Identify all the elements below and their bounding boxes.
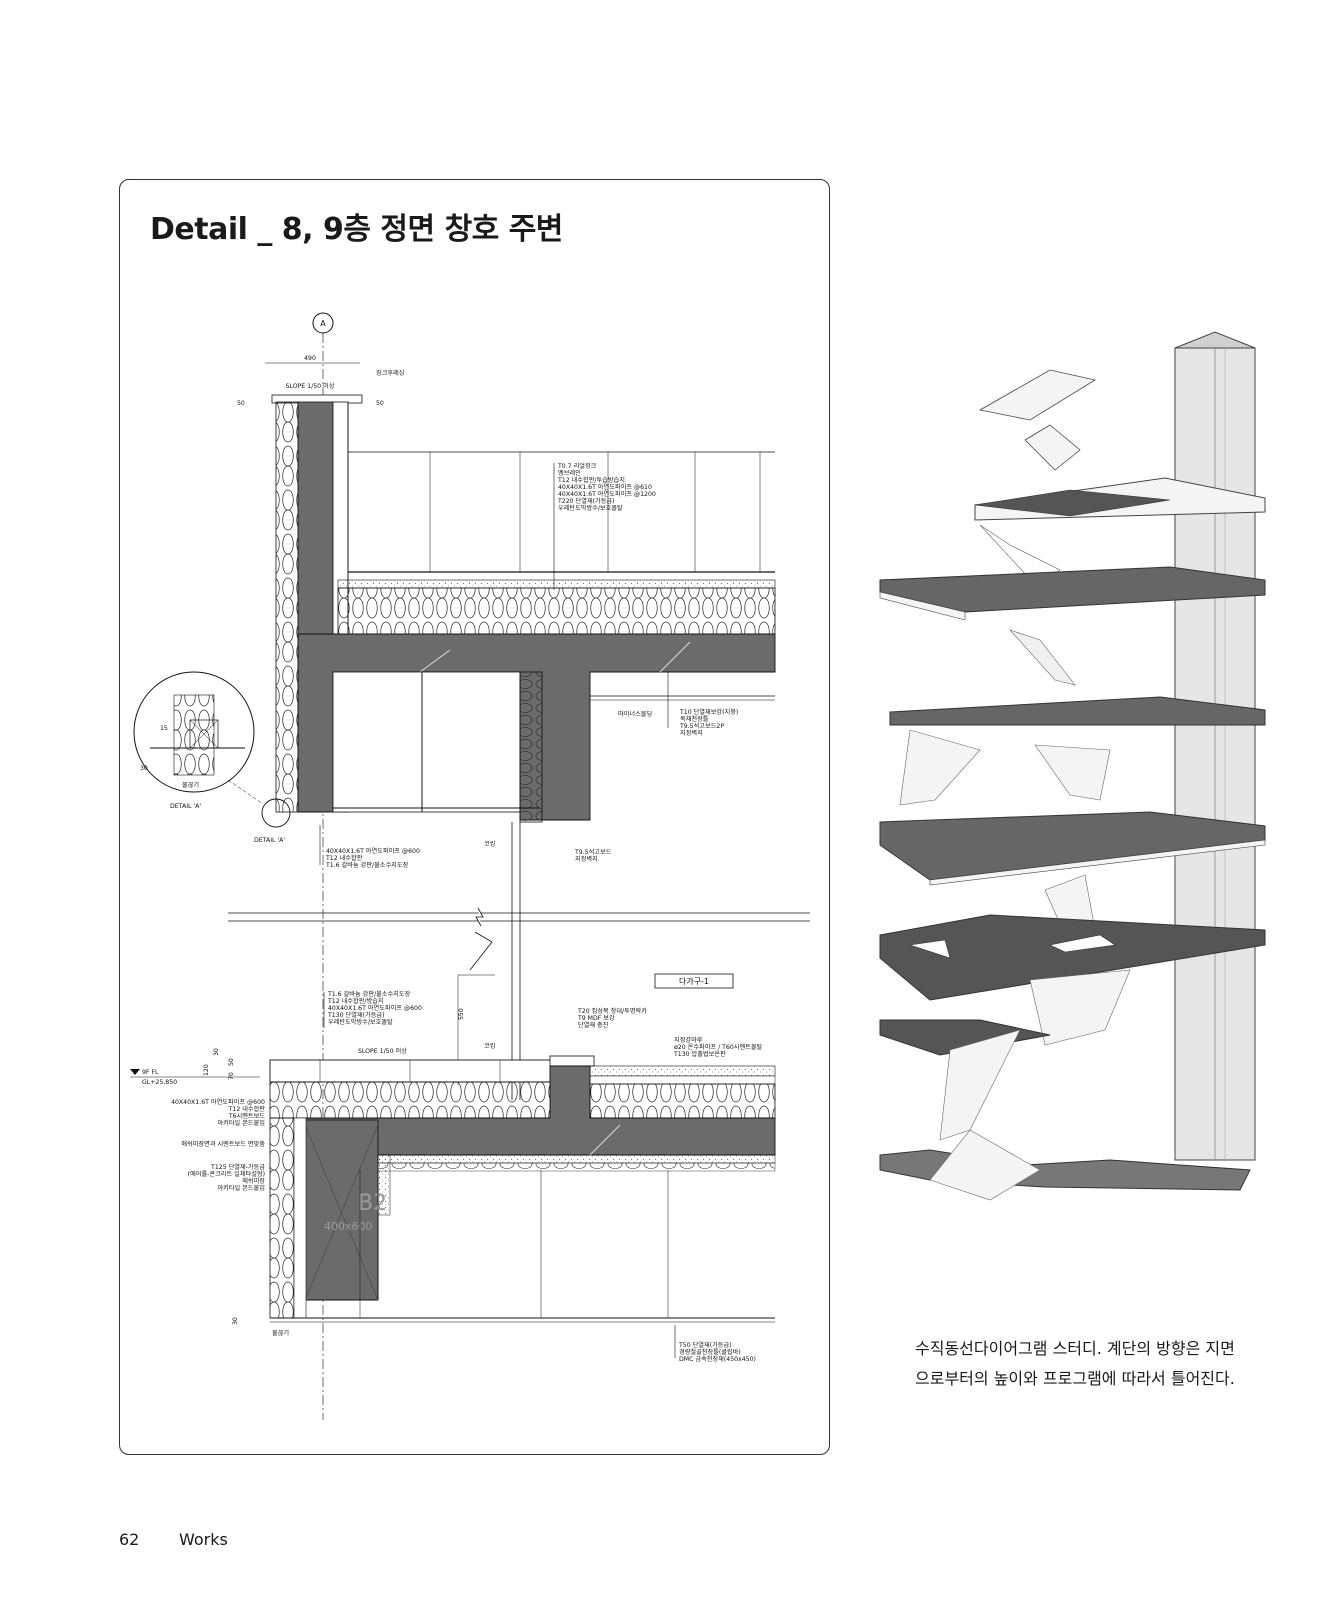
stair-circulation-diagram xyxy=(879,331,1266,1201)
svg-text:T9 MDF 보강: T9 MDF 보강 xyxy=(577,1014,615,1022)
panel-title: Detail _ 8, 9층 정면 창호 주변 xyxy=(150,212,563,247)
svg-text:T50 단열재(가등급): T50 단열재(가등급) xyxy=(678,1341,732,1349)
svg-text:DETAIL 'A': DETAIL 'A' xyxy=(170,803,201,810)
svg-text:A: A xyxy=(320,319,326,328)
svg-text:40X40X1.6T 아연도파이프 @610: 40X40X1.6T 아연도파이프 @610 xyxy=(558,483,652,491)
svg-text:T12 내수합판/방습지: T12 내수합판/방습지 xyxy=(327,997,384,1005)
section-name: Works xyxy=(179,1530,228,1549)
svg-text:GL+25,850: GL+25,850 xyxy=(142,1079,177,1086)
left-layers: 40X40X1.6T 아연도파이프 @600 T12 내수합판 T6시멘트보드 … xyxy=(171,1098,265,1192)
svg-text:30: 30 xyxy=(140,765,148,772)
roof-layers: T0.7 리얼징크 멤브레인 T12 내수합판/투습방습지 40X40X1.6T… xyxy=(557,462,656,512)
svg-text:70: 70 xyxy=(228,1072,235,1080)
svg-text:T9.5석고보드2P: T9.5석고보드2P xyxy=(679,722,724,730)
svg-text:물끊기: 물끊기 xyxy=(272,1329,289,1337)
svg-text:30: 30 xyxy=(232,1317,239,1325)
svg-text:40X40X1.6T 아연도파이프 @600: 40X40X1.6T 아연도파이프 @600 xyxy=(171,1098,265,1106)
wall-layers-top: 40X40X1.6T 아연도파이프 @600 T12 내수합판 T1.6 갈바늄… xyxy=(325,847,420,869)
floor-plate-3 xyxy=(889,696,1266,726)
svg-text:징크후레싱: 징크후레싱 xyxy=(376,369,404,377)
svg-text:50: 50 xyxy=(237,400,245,407)
svg-text:50: 50 xyxy=(376,400,384,407)
svg-text:550: 550 xyxy=(458,1008,465,1020)
svg-text:9F FL: 9F FL xyxy=(142,1069,159,1076)
svg-text:단열재 충진: 단열재 충진 xyxy=(578,1021,609,1029)
svg-text:(에어롤-콘크리트 일체타설형): (에어롤-콘크리트 일체타설형) xyxy=(188,1170,265,1178)
svg-text:T20 집성목 창대/투명락카: T20 집성목 창대/투명락카 xyxy=(577,1007,647,1015)
svg-text:T130 압출법보온판: T130 압출법보온판 xyxy=(673,1050,726,1058)
svg-text:DMC 금속천장재(450x450): DMC 금속천장재(450x450) xyxy=(679,1355,756,1363)
svg-text:우레탄도막방수/보호몰탈: 우레탄도막방수/보호몰탈 xyxy=(558,504,623,512)
wall-layers-mid: T1.6 갈바늄 강판/불소수지도장 T12 내수합판/방습지 40X40X1.… xyxy=(327,990,422,1026)
svg-text:50: 50 xyxy=(228,1058,235,1066)
svg-text:T12 내수합판: T12 내수합판 xyxy=(228,1105,266,1113)
svg-text:T1.6 갈바늄 강판/불소수지도장: T1.6 갈바늄 강판/불소수지도장 xyxy=(327,990,411,998)
svg-text:30: 30 xyxy=(213,1048,220,1056)
section-drawing: A 490 SLOPE 1/50 이상 징크후레싱 50 50 xyxy=(130,312,810,1420)
svg-text:40X40X1.6T 아연도파이프 @600: 40X40X1.6T 아연도파이프 @600 xyxy=(328,1004,422,1012)
svg-text:40X40X1.6T 아연도파이프 @1200: 40X40X1.6T 아연도파이프 @1200 xyxy=(558,490,656,498)
svg-text:15: 15 xyxy=(160,725,168,732)
svg-text:물끊기: 물끊기 xyxy=(182,781,199,789)
svg-text:지정벽지: 지정벽지 xyxy=(680,729,703,737)
svg-text:코킹: 코킹 xyxy=(484,1043,495,1050)
unit-label-box xyxy=(654,973,734,989)
svg-text:120: 120 xyxy=(203,1064,210,1076)
svg-text:메쉬미장면과 시멘트보드 면맞춤: 메쉬미장면과 시멘트보드 면맞춤 xyxy=(181,1140,265,1148)
floor-layers: 지정강마루 ø20 온수파이프 / T60시멘트몰탈 T130 압출법보온판 xyxy=(673,1036,763,1058)
svg-text:ø20 온수파이프 / T60시멘트몰탈: ø20 온수파이프 / T60시멘트몰탈 xyxy=(674,1043,763,1051)
svg-text:DETAIL 'A': DETAIL 'A' xyxy=(254,837,285,844)
svg-text:T125 단열재-가등급: T125 단열재-가등급 xyxy=(210,1163,265,1171)
diagram-caption: 수직동선다이어그램 스터디. 계단의 방향은 지면 으로부터의 높이와 프로그램… xyxy=(915,1334,1255,1394)
svg-text:메쉬미장: 메쉬미장 xyxy=(242,1177,265,1185)
svg-text:목재천장틀: 목재천장틀 xyxy=(680,715,709,723)
page-number: 62 xyxy=(119,1530,140,1549)
svg-text:T12 내수합판/투습방습지: T12 내수합판/투습방습지 xyxy=(557,476,625,484)
svg-text:T0.7 리얼징크: T0.7 리얼징크 xyxy=(557,462,597,470)
svg-text:아키타일 본드붙임: 아키타일 본드붙임 xyxy=(217,1119,265,1127)
svg-text:코킹: 코킹 xyxy=(484,841,495,848)
ceiling-layers: T10 단열재보강(지붕) 목재천장틀 T9.5석고보드2P 지정벽지 xyxy=(679,708,738,737)
svg-text:SLOPE 1/50 이상: SLOPE 1/50 이상 xyxy=(358,1047,407,1055)
floor-plate-5 xyxy=(879,914,1266,1001)
svg-text:지정강마루: 지정강마루 xyxy=(674,1036,703,1044)
svg-text:T9.5석고보드: T9.5석고보드 xyxy=(574,848,612,856)
svg-text:우레탄도막방수/보호몰탈: 우레탄도막방수/보호몰탈 xyxy=(328,1018,393,1026)
svg-text:지정벽지: 지정벽지 xyxy=(575,855,598,863)
bottom-layers: T50 단열재(가등급) 경량철골천장틀(클립바) DMC 금속천장재(450x… xyxy=(678,1341,756,1363)
svg-text:T1.6 갈바늄 강판/불소수지도장: T1.6 갈바늄 강판/불소수지도장 xyxy=(325,861,409,869)
svg-text:400x600: 400x600 xyxy=(324,1220,373,1233)
svg-text:T10 단열재보강(지붕): T10 단열재보강(지붕) xyxy=(679,708,738,716)
svg-text:T12 내수합판: T12 내수합판 xyxy=(325,854,363,862)
svg-text:T6시멘트보드: T6시멘트보드 xyxy=(228,1112,265,1120)
caption-line-2: 으로부터의 높이와 프로그램에 따라서 틀어진다. xyxy=(915,1369,1235,1388)
detail-panel: Detail _ 8, 9층 정면 창호 주변 A 490 SLOPE 1/50… xyxy=(119,179,830,1455)
svg-text:40X40X1.6T 아연도파이프 @600: 40X40X1.6T 아연도파이프 @600 xyxy=(326,847,420,855)
window-layers: T20 집성목 창대/투명락카 T9 MDF 보강 단열재 충진 xyxy=(577,1007,647,1029)
svg-text:490: 490 xyxy=(304,355,316,362)
caption-line-1: 수직동선다이어그램 스터디. 계단의 방향은 지면 xyxy=(915,1339,1235,1358)
svg-text:멤브레인: 멤브레인 xyxy=(558,469,581,477)
svg-text:다가구-1: 다가구-1 xyxy=(679,977,709,986)
svg-text:마이너스몰딩: 마이너스몰딩 xyxy=(618,710,652,718)
svg-text:SLOPE 1/50 이상: SLOPE 1/50 이상 xyxy=(286,382,335,390)
svg-text:경량철골천장틀(클립바): 경량철골천장틀(클립바) xyxy=(679,1348,741,1356)
svg-text:T130 단열재(가등급): T130 단열재(가등급) xyxy=(327,1011,385,1019)
svg-text:아키타일 본드붙임: 아키타일 본드붙임 xyxy=(217,1184,265,1192)
svg-text:T220 단열재(가등급): T220 단열재(가등급) xyxy=(557,497,615,505)
